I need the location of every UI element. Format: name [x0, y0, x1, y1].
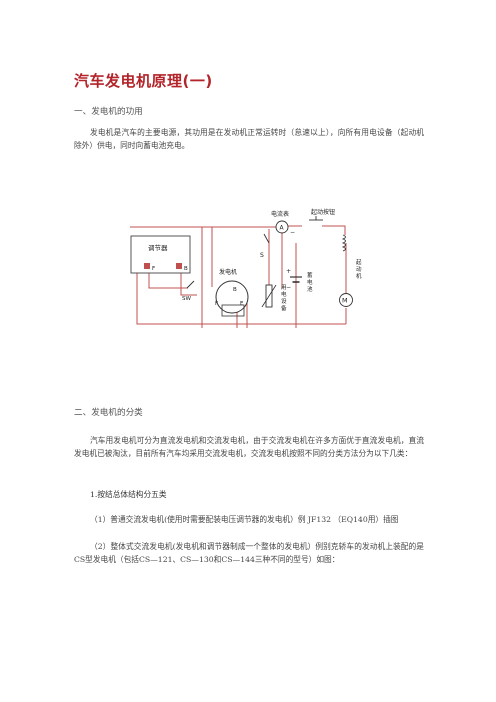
loads-label-4: 备: [281, 304, 287, 312]
switch-s: [263, 233, 270, 244]
paragraph-classification: 汽车用发电机可分为直流发电机和交流发电机，由于交流发电机在许多方面优于直流发电机…: [74, 436, 424, 459]
sub-heading-structure: 1.按结总体结构分五类: [90, 490, 167, 499]
ammeter-symbol: [275, 220, 289, 234]
sw-switch: [186, 280, 195, 289]
ammeter-label: 电流表: [271, 210, 289, 218]
starter-label-2: 动: [356, 266, 362, 273]
section-heading-function: 一、发电机的功用: [74, 107, 143, 117]
sw-label: SW: [182, 296, 191, 302]
ammeter-letter: A: [280, 225, 285, 232]
reg-b-label: B: [184, 266, 188, 272]
loads-label-2: 电: [281, 290, 287, 298]
battery-label-1: 蓄: [307, 271, 313, 279]
battery-plus: +: [286, 268, 291, 275]
battery-label-2: 电: [307, 278, 313, 286]
starter-coil: [341, 234, 346, 252]
loads-label-3: 设: [281, 297, 287, 305]
load-arrow: [261, 284, 277, 308]
reg-f-terminal: [144, 263, 150, 269]
loads-label-1: 用: [281, 284, 287, 291]
alternator-circuit-diagram: 调节器 F B SW 发电机 B F E S 用 电 设 备 + − 蓄 电 池…: [130, 208, 362, 328]
paragraph-function: 发电机是汽车的主要电源，其功用是在发动机正常运转时（怠速以上），向所有用电设备（…: [74, 128, 424, 151]
reg-f-label: F: [152, 266, 155, 272]
starter-label-1: 起: [356, 259, 362, 266]
reg-b-terminal: [176, 263, 182, 269]
generator-rotor: [221, 304, 245, 317]
starter-motor-symbol: [339, 293, 353, 307]
start-button-label: 起动按钮: [311, 208, 335, 216]
gen-e-label: E: [240, 301, 244, 307]
gen-b-label: B: [233, 287, 237, 293]
section-heading-classification: 二、发电机的分类: [74, 408, 143, 418]
ammeter-minus: −: [290, 229, 295, 236]
motor-letter: M: [342, 297, 348, 305]
page-title: 汽车发电机原理(一): [74, 72, 213, 90]
generator-label: 发电机: [219, 268, 237, 276]
paragraph-item-1: （1）普通交流发电机(使用时需要配装电压调节器的发电机）例 JF132 （EQ1…: [90, 515, 399, 524]
regulator-label: 调节器: [148, 243, 168, 252]
battery-minus: −: [286, 284, 291, 291]
starter-label-3: 机: [356, 272, 362, 280]
switch-s-label: S: [260, 252, 264, 259]
generator-symbol: [215, 280, 249, 314]
circuit-wires: [130, 225, 347, 328]
paragraph-item-2: （2）整体式交流发电机(发电机和调节器制成一个整体的发电机）例别克轿车的发动机上…: [74, 542, 424, 565]
gen-f-label: F: [215, 301, 218, 307]
battery-label-3: 池: [307, 285, 313, 293]
